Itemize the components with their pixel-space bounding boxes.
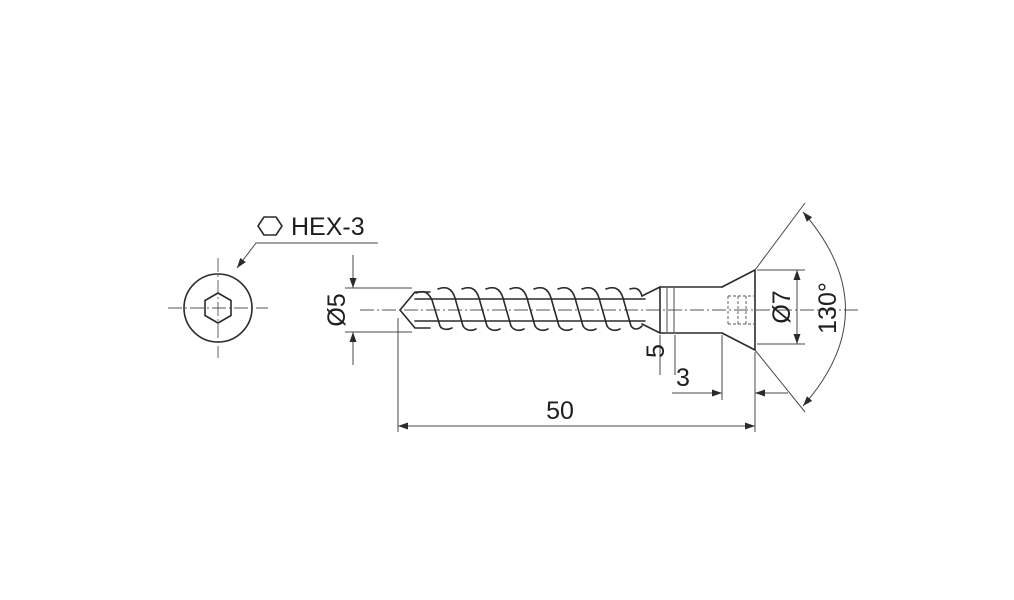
- side-view: [360, 269, 858, 351]
- head-bottom-flank: [721, 332, 756, 351]
- dim-thread-diameter: Ø5: [323, 255, 412, 365]
- head-diameter-label: Ø7: [768, 290, 796, 323]
- drive-label: HEX-3: [291, 213, 365, 241]
- head-depth-label: 3: [676, 364, 690, 392]
- shank-length-label: 5: [642, 344, 670, 358]
- hexagon-icon: [257, 216, 283, 236]
- dim-total-length: 50: [397, 318, 756, 432]
- total-length-label: 50: [546, 397, 574, 425]
- head-top-flank: [721, 269, 756, 288]
- dim-head-depth: 3: [672, 335, 788, 400]
- end-view-head-circle: [183, 273, 253, 343]
- thread-diameter-label: Ø5: [323, 293, 351, 326]
- thread-crests: [415, 286, 643, 332]
- shank-transition-top: [641, 286, 661, 297]
- dim-head-angle: 130°: [754, 202, 846, 413]
- dim-shank-length: 5: [642, 335, 676, 375]
- end-view: [168, 258, 268, 358]
- drive-leader-line: [236, 242, 378, 269]
- drive-callout: HEX-3: [236, 213, 378, 269]
- end-view-hex-socket: [204, 292, 232, 324]
- dim-head-diameter: Ø7: [757, 269, 805, 345]
- head-angle-label: 130°: [814, 282, 842, 334]
- shank-transition-bottom: [641, 323, 661, 334]
- hidden-hex-socket: [727, 295, 755, 325]
